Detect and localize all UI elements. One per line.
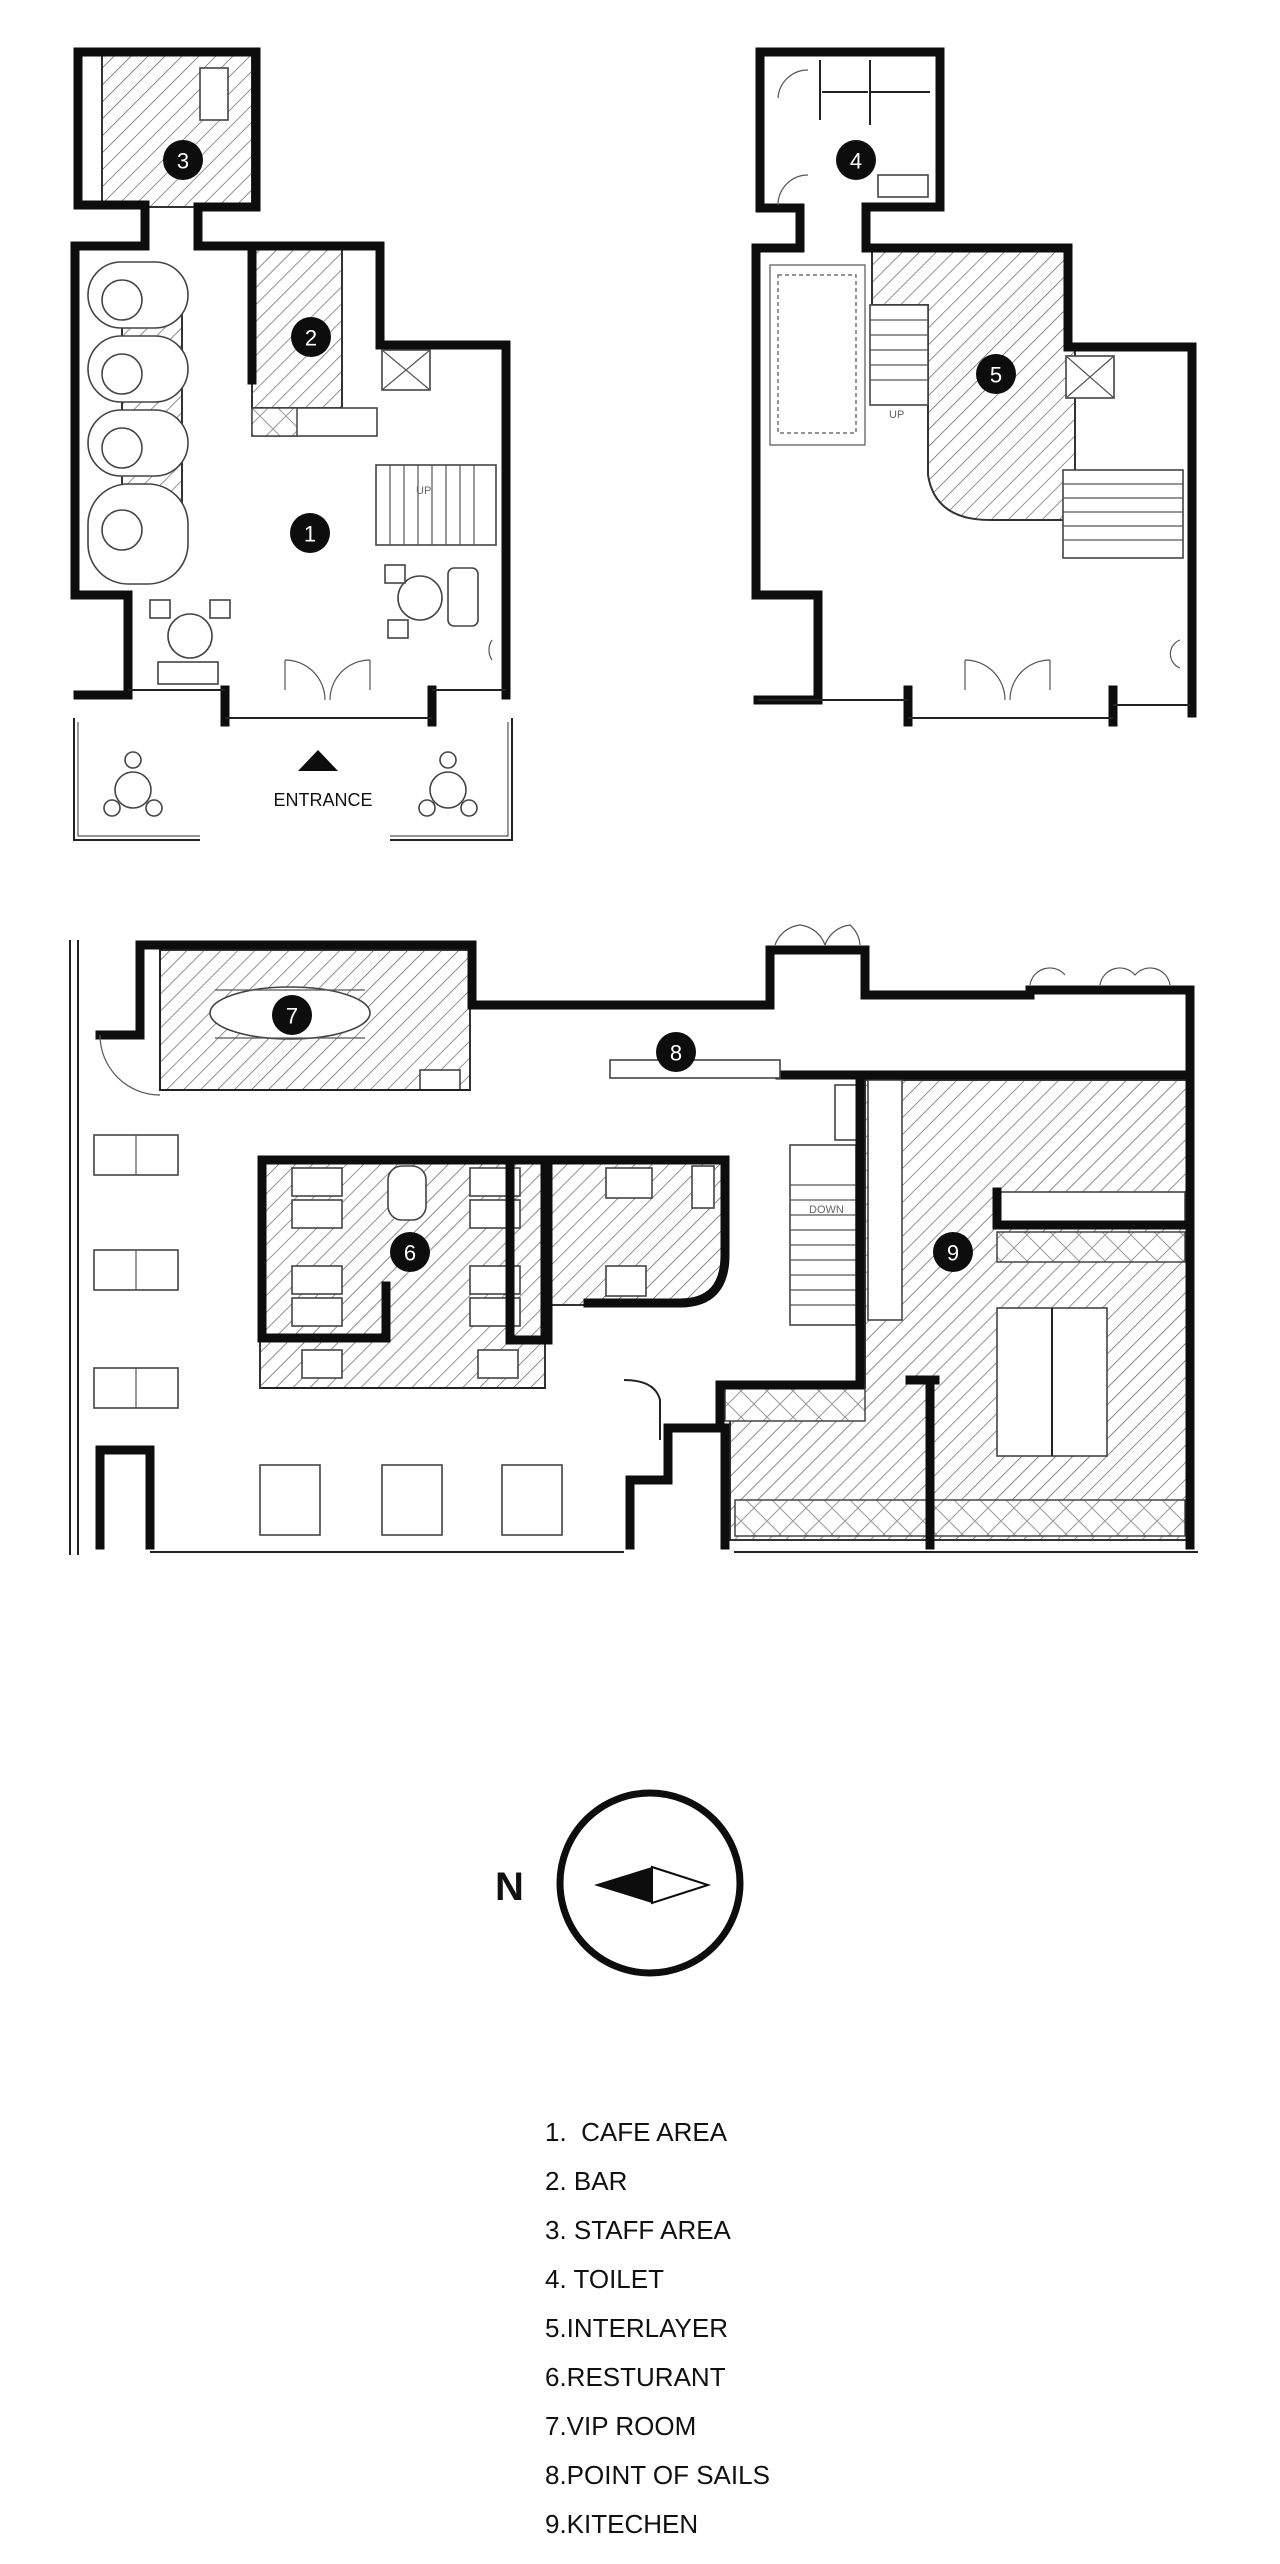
room-legend: 1. CAFE AREA 2. BAR 3. STAFF AREA 4. TOI…	[545, 2108, 1005, 2549]
legend-item-restaurant: 6.RESTURANT	[545, 2362, 726, 2392]
svg-text:5: 5	[990, 363, 1002, 388]
void-opening	[769, 264, 866, 446]
mezzanine-wall-west	[751, 203, 823, 705]
marker-2: 2	[291, 317, 331, 357]
stair-down-label: DOWN	[809, 1204, 844, 1216]
legend-item-point-of-sales: 8.POINT OF SAILS	[545, 2460, 770, 2490]
plan-ground-floor: UP	[70, 47, 513, 841]
compass-ring	[556, 1789, 744, 1977]
svg-text:6: 6	[404, 1241, 416, 1266]
stair-up-label: UP	[416, 485, 431, 497]
mezzanine-wall-north	[755, 47, 1197, 718]
upper-floor-wall-north	[95, 940, 1195, 1550]
compass-needle-south-icon	[651, 1865, 712, 1905]
staff-area-zone	[101, 54, 253, 208]
svg-text:2: 2	[305, 326, 317, 351]
staircase-mezzanine: UP	[869, 304, 1184, 559]
staircase-ground: UP	[375, 464, 497, 546]
entrance-arrow-icon	[298, 750, 338, 771]
cafe-tables	[149, 564, 493, 685]
marker-1: 1	[290, 513, 330, 553]
svg-text:4: 4	[850, 149, 862, 174]
marker-6: 6	[390, 1232, 430, 1272]
marker-4: 4	[836, 140, 876, 180]
entrance-label: ENTRANCE	[273, 790, 372, 810]
legend-item-vip-room: 7.VIP ROOM	[545, 2411, 697, 2441]
legend-item-bar: 2. BAR	[545, 2166, 628, 2196]
plan-upper-floor: DOWN 7 8 6 9	[69, 924, 1198, 1555]
entrance-terrace: ENTRANCE	[73, 718, 513, 841]
marker-3: 3	[163, 140, 203, 180]
legend-item-staff-area: 3. STAFF AREA	[545, 2215, 731, 2245]
legend-item-cafe-area: 1. CAFE AREA	[545, 2117, 728, 2147]
marker-7: 7	[272, 995, 312, 1035]
interlayer-zone	[871, 249, 1076, 521]
ground-floor-wall-west	[70, 200, 150, 700]
staircase-down: DOWN	[789, 1144, 857, 1326]
north-compass: N	[495, 1789, 744, 1977]
compass-needle-north-icon	[594, 1867, 652, 1903]
svg-text:7: 7	[286, 1004, 298, 1029]
legend-item-interlayer: 5.INTERLAYER	[545, 2313, 729, 2343]
ground-floor-wall-north	[73, 47, 511, 700]
booth-seating	[87, 261, 189, 585]
legend-item-toilet: 4. TOILET	[545, 2264, 664, 2294]
marker-5: 5	[976, 354, 1016, 394]
svg-text:9: 9	[947, 1241, 959, 1266]
plan-mezzanine: UP 4 5	[751, 47, 1197, 727]
svg-text:8: 8	[670, 1041, 682, 1066]
toilet-stalls	[777, 60, 930, 206]
svg-text:3: 3	[177, 149, 189, 174]
dining-tables	[93, 1134, 563, 1536]
svg-text:1: 1	[304, 522, 316, 547]
north-label: N	[495, 1865, 524, 1909]
stair-up-label-2: UP	[889, 409, 904, 421]
legend-item-kitchen: 9.KITECHEN	[545, 2509, 699, 2539]
marker-8: 8	[656, 1032, 696, 1072]
marker-9: 9	[933, 1232, 973, 1272]
